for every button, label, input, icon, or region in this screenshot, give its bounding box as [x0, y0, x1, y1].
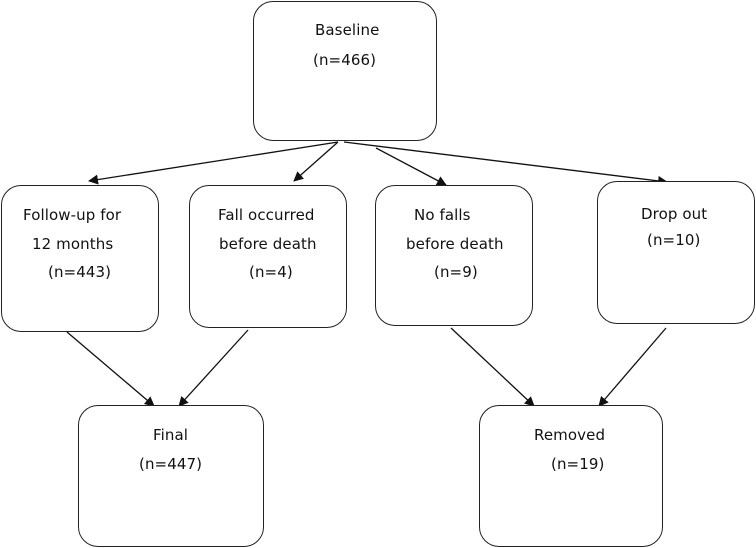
nofalls-count: (n=9): [434, 263, 478, 281]
dropout-count: (n=10): [647, 231, 701, 249]
arrow-followup-to-final: [66, 331, 155, 407]
fall-count: (n=4): [249, 263, 293, 281]
arrow-dropout-to-removed: [598, 327, 667, 407]
baseline-label: Baseline: [315, 21, 380, 39]
arrow-baseline-to-dropout: [343, 141, 668, 186]
fall-line1: Fall occurred: [218, 206, 315, 224]
dropout-label: Drop out: [641, 205, 708, 223]
final-label: Final: [153, 426, 189, 444]
removed-label: Removed: [534, 426, 606, 444]
removed-box: Removed (n=19): [479, 405, 663, 547]
arrow-fall-to-final: [178, 329, 249, 407]
nofalls-line1: No falls: [414, 206, 471, 224]
nofalls-line2: before death: [406, 235, 504, 253]
arrow-nofalls-to-removed: [450, 327, 535, 407]
followup-count: (n=443): [48, 263, 112, 281]
fall-box: Fall occurred before death (n=4): [189, 185, 347, 328]
nofalls-box: No falls before death (n=9): [375, 185, 533, 326]
followup-box: Follow-up for 12 months (n=443): [1, 185, 159, 332]
arrow-baseline-to-followup: [88, 141, 339, 185]
baseline-box: Baseline (n=466): [253, 1, 437, 141]
arrow-baseline-to-nofalls: [375, 147, 447, 186]
followup-line2: 12 months: [32, 235, 114, 253]
baseline-count: (n=466): [313, 51, 377, 69]
followup-line1: Follow-up for: [23, 206, 122, 224]
final-box: Final (n=447): [78, 405, 264, 547]
removed-count: (n=19): [551, 455, 605, 473]
arrow-baseline-to-fall: [293, 141, 339, 182]
dropout-box: Drop out (n=10): [597, 181, 755, 324]
fall-line2: before death: [219, 235, 317, 253]
final-count: (n=447): [139, 455, 203, 473]
